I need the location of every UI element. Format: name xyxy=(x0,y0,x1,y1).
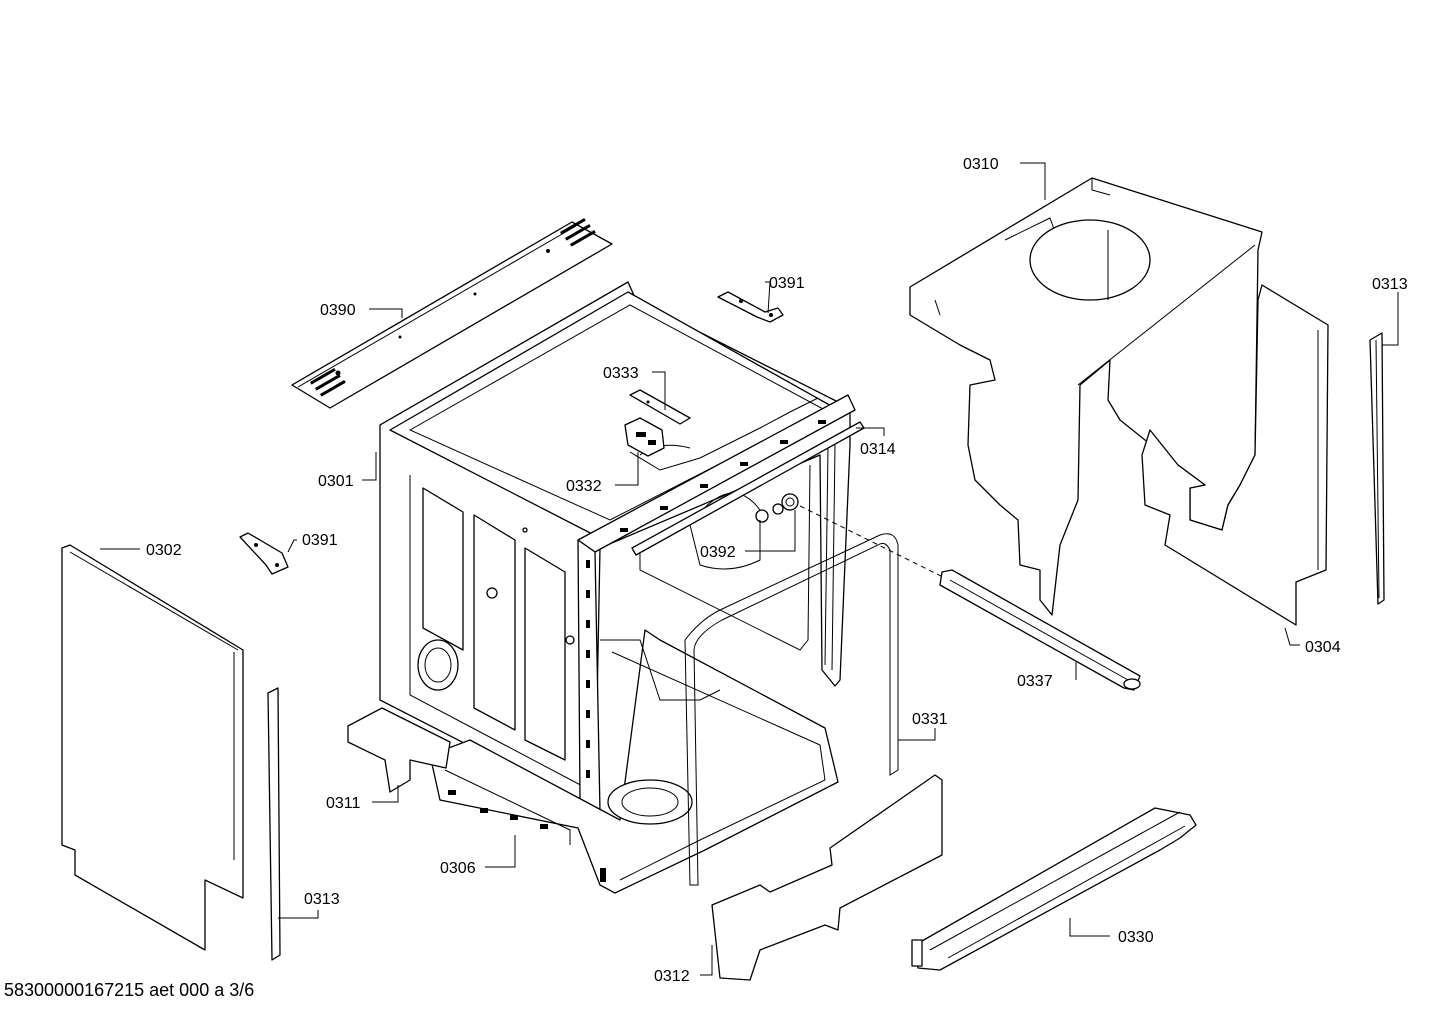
part-0313-edge-strip-right xyxy=(1369,332,1385,605)
part-0313-edge-strip-left xyxy=(267,687,281,961)
callout-0301: 0301 xyxy=(318,473,354,490)
callout-0310: 0310 xyxy=(963,156,999,173)
callout-0313-left: 0313 xyxy=(304,891,340,908)
part-0330-kick-rail xyxy=(911,807,1197,971)
part-front-frame xyxy=(577,394,856,813)
part-0332-latch xyxy=(624,417,665,457)
callout-0304: 0304 xyxy=(1305,639,1341,656)
callout-0314: 0314 xyxy=(860,441,896,458)
part-0311-foam-block xyxy=(347,707,451,793)
callout-0306: 0306 xyxy=(440,860,476,877)
part-0302-side-panel xyxy=(61,544,244,951)
callout-0311: 0311 xyxy=(326,795,361,812)
part-0337-tube xyxy=(939,569,1141,691)
callout-labels: 0310 0313 0391 0390 0333 0332 0301 0314 … xyxy=(146,156,1408,985)
part-0333-clip xyxy=(629,389,691,425)
drawing-reference-code: 58300000167215 aet 000 a 3/6 xyxy=(4,980,255,1000)
callout-0337: 0337 xyxy=(1017,673,1053,690)
callout-0313-right: 0313 xyxy=(1372,276,1408,293)
part-0392-fittings xyxy=(755,493,946,579)
callout-0302: 0302 xyxy=(146,542,182,559)
callout-0333: 0333 xyxy=(603,365,639,382)
part-0304-side-panel xyxy=(1141,284,1329,626)
callout-0331: 0331 xyxy=(912,711,948,728)
callout-0312: 0312 xyxy=(654,968,690,985)
part-0391-bracket-left xyxy=(239,532,289,575)
part-0331-seal-frame xyxy=(684,533,899,886)
callout-0330: 0330 xyxy=(1118,929,1154,946)
callout-0391-top: 0391 xyxy=(769,275,805,292)
part-0312-foam-block xyxy=(711,774,943,981)
part-0301-tub-body xyxy=(379,281,851,811)
callout-0392: 0392 xyxy=(700,544,736,561)
callout-0391-left: 0391 xyxy=(302,532,338,549)
callout-0390: 0390 xyxy=(320,302,356,319)
leader-lines xyxy=(100,162,1399,976)
callout-0332: 0332 xyxy=(566,478,602,495)
part-0390-mounting-plate xyxy=(291,218,613,409)
part-0306-base-tray xyxy=(429,629,839,894)
part-0391-bracket-top xyxy=(717,291,784,323)
